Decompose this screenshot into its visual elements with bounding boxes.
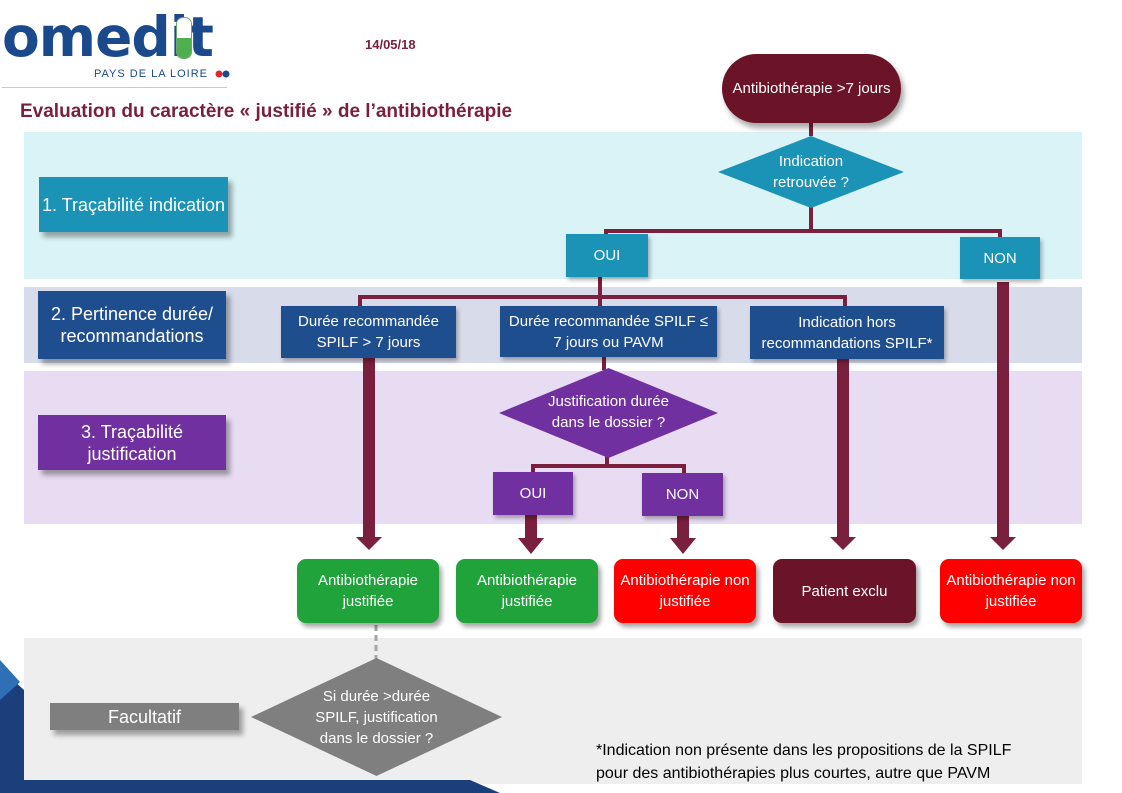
step-3-label: 3. Traçabilité justification <box>38 415 226 470</box>
oui-box-1: OUI <box>566 234 648 277</box>
footnote-line-1: *Indication non présente dans les propos… <box>596 742 1012 759</box>
logo-underline <box>2 87 227 88</box>
decision-justification-shape <box>499 368 718 458</box>
flag-dots-icon <box>215 70 230 78</box>
duree-inf-box: Durée recommandée SPILF ≤ 7 jours ou PAV… <box>500 306 717 357</box>
outcome-justifiee-2: Antibiothérapie justifiée <box>456 559 598 623</box>
decision-indication-shape <box>718 136 904 208</box>
non-box-1: NON <box>960 237 1040 279</box>
footnote-line-2: pour des antibiothérapies plus courtes, … <box>596 765 991 782</box>
decision-facultatif-shape <box>251 658 502 776</box>
outcome-patient-exclu: Patient exclu <box>773 559 916 623</box>
footnote: *Indication non présente dans les propos… <box>596 739 1011 785</box>
decision-justification-text: Justification durée dans le dossier ? <box>548 393 669 431</box>
start-node: Antibiothérapie >7 jours <box>722 54 901 123</box>
step-2-label: 2. Pertinence durée/ recommandations <box>38 291 226 359</box>
decision-indication-text: Indication retrouvée ? <box>773 153 849 191</box>
outcome-justifiee-1: Antibiothérapie justifiée <box>297 559 439 623</box>
omedit-logo: omedit PAYS DE LA LOIRE <box>2 4 242 88</box>
outcome-non-justifiee-1: Antibiothérapie non justifiée <box>614 559 756 623</box>
bottom-strip-decoration <box>0 780 500 793</box>
corner-decoration <box>0 660 24 793</box>
duree-sup-box: Durée recommandée SPILF > 7 jours <box>281 306 456 358</box>
slide-date: 14/05/18 <box>365 37 416 52</box>
hors-reco-box: Indication hors recommandations SPILF* <box>750 306 944 359</box>
facultatif-label: Facultatif <box>50 703 239 730</box>
step-1-label: 1. Traçabilité indication <box>39 177 228 232</box>
logo-subtitle: PAYS DE LA LOIRE <box>94 68 209 80</box>
decision-facultatif-text: Si durée >durée SPILF, justification dan… <box>315 687 438 747</box>
page-title: Evaluation du caractère « justifié » de … <box>20 101 513 122</box>
outcome-non-justifiee-2: Antibiothérapie non justifiée <box>940 559 1082 623</box>
pill-icon <box>176 17 192 59</box>
non-box-2: NON <box>642 473 723 516</box>
oui-box-2: OUI <box>493 472 573 515</box>
